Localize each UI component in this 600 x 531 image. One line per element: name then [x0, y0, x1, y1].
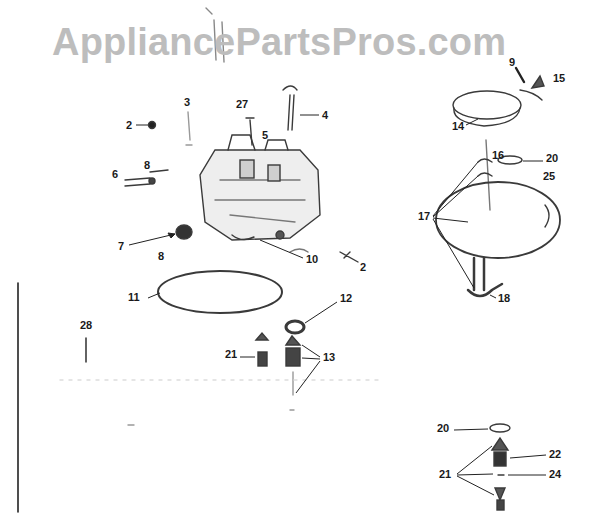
callout-number: 2 [126, 119, 132, 131]
callout-number: 25 [543, 170, 555, 182]
callout-number: 21 [225, 348, 237, 360]
callout-number: 7 [118, 240, 124, 252]
callout-number: 8 [158, 250, 164, 262]
callout-number: 18 [498, 292, 510, 304]
callout-number: 8 [144, 159, 150, 171]
callout-number: 14 [452, 120, 464, 132]
watermark: AppliancePartsPros.com [52, 20, 506, 64]
callout-number: 9 [509, 56, 515, 68]
callout-number: 5 [262, 129, 268, 141]
callout-number: 28 [80, 319, 92, 331]
callout-number: 6 [112, 168, 118, 180]
callout-number: 20 [437, 422, 449, 434]
callout-number: 22 [549, 448, 561, 460]
leader-lines [129, 115, 546, 495]
callout-number: 17 [418, 210, 430, 222]
callout-number: 10 [306, 253, 318, 265]
callout-number: 11 [128, 291, 140, 303]
callout-number: 24 [549, 468, 561, 480]
callout-number: 13 [323, 351, 335, 363]
callout-number: 20 [546, 152, 558, 164]
callout-number: 27 [236, 98, 248, 110]
callout-number: 4 [322, 109, 328, 121]
callout-number: 15 [553, 72, 565, 84]
callout-number: 12 [340, 292, 352, 304]
callout-number: 3 [184, 96, 190, 108]
callout-number: 21 [439, 468, 451, 480]
callout-number: 2 [360, 261, 366, 273]
callout-number: 16 [492, 149, 504, 161]
